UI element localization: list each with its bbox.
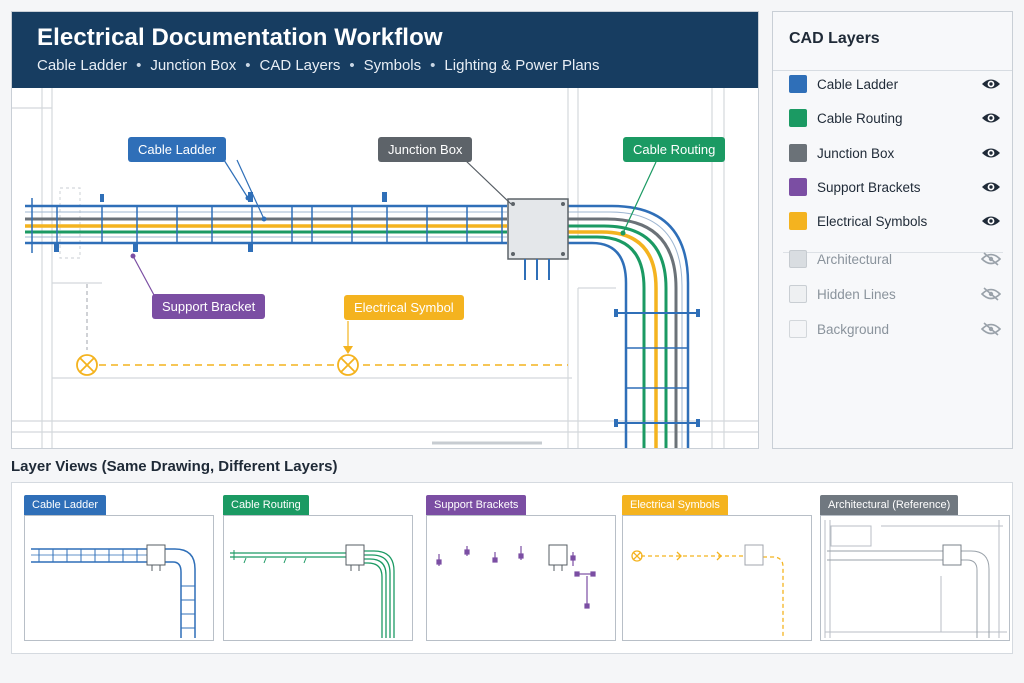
layer-row-cable-ladder[interactable]: Cable Ladder — [789, 72, 1001, 96]
view-tab-label: Cable Routing — [223, 495, 309, 515]
callout-electrical-symbol: Electrical Symbol — [344, 295, 464, 320]
layer-swatch — [789, 75, 807, 93]
eye-off-icon[interactable] — [981, 322, 1001, 336]
layer-row-junction-box[interactable]: Junction Box — [789, 141, 1001, 165]
view-cable-routing[interactable]: Cable Routing — [223, 495, 413, 641]
architectural-lines — [12, 88, 758, 448]
cable-ladder-bend — [567, 204, 700, 448]
layer-swatch — [789, 144, 807, 162]
view-cable-ladder[interactable]: Cable Ladder — [24, 495, 214, 641]
eye-off-icon[interactable] — [981, 252, 1001, 266]
view-cable-ladder-svg — [31, 544, 196, 638]
cable-ladder-horizontal — [25, 192, 507, 253]
layer-name: Cable Routing — [817, 110, 903, 126]
view-tab-label: Support Brackets — [426, 495, 527, 515]
layer-name: Hidden Lines — [817, 286, 896, 302]
callout-cable-ladder: Cable Ladder — [128, 137, 227, 162]
subtitle-item: Junction Box — [150, 57, 237, 74]
layer-row-electrical-symbols[interactable]: Electrical Symbols — [789, 209, 1001, 233]
view-thumbnail — [820, 515, 1010, 641]
subtitle-separator: • — [136, 57, 142, 74]
layer-row-cable-routing[interactable]: Cable Routing — [789, 106, 1001, 130]
layer-swatch — [789, 178, 807, 196]
light-fixture-symbol[interactable] — [76, 354, 98, 376]
view-tab-label: Electrical Symbols — [622, 495, 728, 515]
view-tab-label: Architectural (Reference) — [820, 495, 959, 515]
divider — [783, 252, 1003, 253]
drawing-panel: Electrical Documentation Workflow Cable … — [11, 11, 759, 449]
view-thumbnail — [24, 515, 214, 641]
subtitle-item: Cable Ladder — [37, 57, 128, 74]
subtitle-separator: • — [245, 57, 251, 74]
subtitle: Cable Ladder • Junction Box • CAD Layers… — [37, 57, 600, 74]
layer-swatch — [789, 212, 807, 230]
layer-swatch — [789, 250, 807, 268]
layer-name: Electrical Symbols — [817, 213, 928, 229]
layer-swatch — [789, 285, 807, 303]
cad-drawing-canvas[interactable]: Cable Ladder Junction Box Cable Routing … — [12, 88, 758, 448]
view-electrical-symbols[interactable]: Electrical Symbols — [622, 495, 812, 641]
layer-name: Cable Ladder — [817, 76, 899, 92]
view-thumbnail — [223, 515, 413, 641]
view-cable-routing-svg — [230, 544, 395, 638]
eye-icon[interactable] — [981, 146, 1001, 160]
layer-row-background[interactable]: Background — [789, 317, 1001, 341]
view-architectural-svg — [824, 520, 1007, 638]
view-support-brackets-svg — [436, 544, 596, 609]
eye-icon[interactable] — [981, 214, 1001, 228]
divider — [773, 70, 1012, 71]
view-thumbnail — [426, 515, 616, 641]
layer-name: Junction Box — [817, 145, 895, 161]
callout-support-bracket: Support Bracket — [152, 294, 266, 319]
junction-box[interactable] — [507, 198, 569, 280]
drawing-svg — [12, 88, 758, 448]
layer-name: Background — [817, 321, 890, 337]
layer-views-title: Layer Views (Same Drawing, Different Lay… — [11, 458, 338, 475]
view-electrical-symbols-svg — [631, 544, 784, 638]
subtitle-separator: • — [349, 57, 355, 74]
eye-icon[interactable] — [981, 111, 1001, 125]
layer-swatch — [789, 109, 807, 127]
callout-cable-routing: Cable Routing — [623, 137, 726, 162]
subtitle-item: CAD Layers — [259, 57, 341, 74]
layers-panel-title: CAD Layers — [789, 30, 880, 47]
layer-name: Architectural — [817, 251, 893, 267]
cad-layers-panel: CAD Layers Cable Ladder Cable Routing Ju… — [772, 11, 1013, 449]
eye-off-icon[interactable] — [981, 287, 1001, 301]
view-support-brackets[interactable]: Support Brackets — [426, 495, 616, 641]
layer-swatch — [789, 320, 807, 338]
light-fixture-symbol[interactable] — [337, 354, 359, 376]
subtitle-separator: • — [430, 57, 436, 74]
subtitle-item: Symbols — [363, 57, 422, 74]
view-tab-label: Cable Ladder — [24, 495, 107, 515]
callout-junction-box: Junction Box — [378, 137, 473, 162]
subtitle-item: Lighting & Power Plans — [444, 57, 600, 74]
page-title: Electrical Documentation Workflow — [37, 24, 443, 51]
header: Electrical Documentation Workflow Cable … — [12, 12, 758, 88]
view-thumbnail — [622, 515, 812, 641]
layer-row-hidden-lines[interactable]: Hidden Lines — [789, 282, 1001, 306]
view-architectural-reference[interactable]: Architectural (Reference) — [820, 495, 1010, 641]
layer-name: Support Brackets — [817, 179, 921, 195]
layer-row-architectural[interactable]: Architectural — [789, 247, 1001, 271]
layer-row-support-brackets[interactable]: Support Brackets — [789, 175, 1001, 199]
eye-icon[interactable] — [981, 180, 1001, 194]
layer-views-panel: Cable Ladder — [11, 482, 1013, 654]
eye-icon[interactable] — [981, 77, 1001, 91]
